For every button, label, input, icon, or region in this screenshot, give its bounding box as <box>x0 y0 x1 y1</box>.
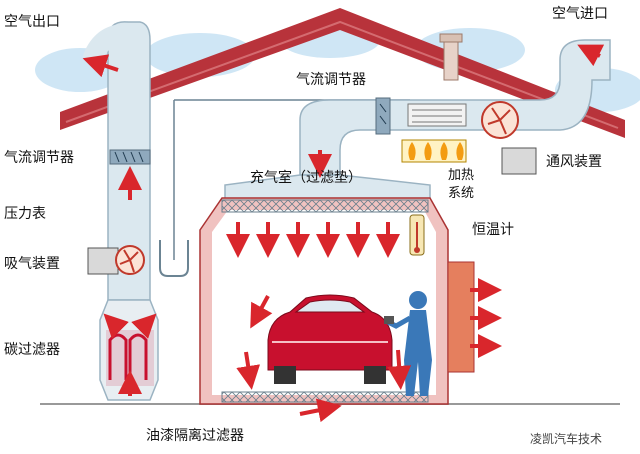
label-flow-regulator-top: 气流调节器 <box>296 72 366 88</box>
label-air-inlet: 空气进口 <box>552 6 608 22</box>
supply-duct <box>299 39 611 176</box>
label-suction-device: 吸气装置 <box>4 256 60 272</box>
label-paint-filter: 油漆隔离过滤器 <box>146 428 244 444</box>
label-heating-line1: 加热 <box>448 168 475 183</box>
label-air-outlet: 空气出口 <box>4 14 60 30</box>
thermostat-icon <box>409 214 425 256</box>
label-carbon-filter: 碳过滤器 <box>4 342 60 358</box>
ventilation-fan <box>481 101 537 175</box>
label-heating-line2: 系统 <box>448 186 475 201</box>
heating-burners <box>401 139 467 163</box>
label-thermostat: 恒温计 <box>472 222 514 238</box>
label-ventilation-device: 通风装置 <box>546 154 602 170</box>
label-flow-regulator-left: 气流调节器 <box>4 150 74 166</box>
watermark-text: 凌凯汽车技术 <box>530 432 603 446</box>
airflow-arrows <box>82 44 605 423</box>
label-plenum: 充气室（过滤垫） <box>250 170 362 186</box>
label-pressure-gauge: 压力表 <box>4 206 46 222</box>
roof <box>60 8 625 138</box>
suction-fan <box>87 245 145 275</box>
car <box>267 294 393 384</box>
